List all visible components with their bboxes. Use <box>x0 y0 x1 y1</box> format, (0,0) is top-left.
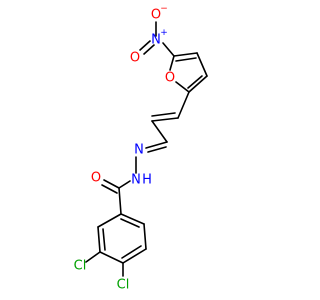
bond-ca-cb-1 <box>151 117 179 122</box>
bond-benzene-5-6 <box>143 223 147 250</box>
bond-furan-c4-c5-1 <box>188 75 208 93</box>
bond-c3-cl <box>85 251 101 263</box>
bond-n-c-furan <box>162 42 175 57</box>
bond-n-o-bottom-2 <box>143 44 155 55</box>
bond-benzene-3-4 <box>99 251 124 264</box>
atom-n-nitro: N <box>151 33 161 48</box>
atom-h-amide: H <box>142 173 152 188</box>
bond-benzene-2-3-2 <box>102 228 106 251</box>
molecule-structure: N + O − O O N N H O Cl Cl <box>74 4 208 293</box>
bond-benzene-4-5-1 <box>122 248 147 264</box>
atom-n-amide: N <box>131 173 141 188</box>
bond-benzene-2-3-1 <box>97 226 101 253</box>
atom-o-furan: O <box>165 71 175 86</box>
bond-benzene-6-1-2 <box>120 218 140 228</box>
atom-o-carbonyl: O <box>91 171 101 186</box>
atom-o-nitro-bottom: O <box>130 51 140 66</box>
bond-furan-c4-c5-2 <box>187 75 203 89</box>
bonds <box>85 21 208 277</box>
bond-benzene-1-2 <box>97 213 122 228</box>
bond-c-o-carbonyl-2 <box>101 184 118 194</box>
charge-o-nitro-top: − <box>160 4 168 14</box>
bond-furan-o-c2 <box>169 55 175 71</box>
bond-furan-c2-c3-2 <box>175 57 197 62</box>
atom-labels: N + O − O O N N H O Cl Cl <box>74 4 175 293</box>
bond-furan-c3-c4 <box>196 52 208 77</box>
bond-furan-c2-c3-1 <box>173 52 198 57</box>
bond-n-c-carbonyl <box>118 180 131 189</box>
bond-c-o-carbonyl-1 <box>103 179 120 189</box>
charge-n-nitro: + <box>160 28 168 38</box>
atom-cl-4: Cl <box>117 278 130 293</box>
atom-cl-3: Cl <box>74 259 87 274</box>
bond-cb-cc <box>151 120 168 143</box>
bond-benzene-4-5-2 <box>121 245 142 259</box>
bond-cc-n-1 <box>145 141 168 149</box>
bond-benzene-6-1-1 <box>120 213 145 225</box>
atom-o-nitro-top: O <box>151 8 161 23</box>
bond-c-ring <box>118 187 122 215</box>
atom-n-hydrazone: N <box>134 143 144 158</box>
bond-n-o-bottom-1 <box>139 40 151 51</box>
bond-c5-ca <box>177 91 190 119</box>
bond-cc-n-2 <box>147 146 167 153</box>
bond-ca-cb-2 <box>151 112 176 117</box>
bond-furan-c5-o <box>175 81 190 93</box>
